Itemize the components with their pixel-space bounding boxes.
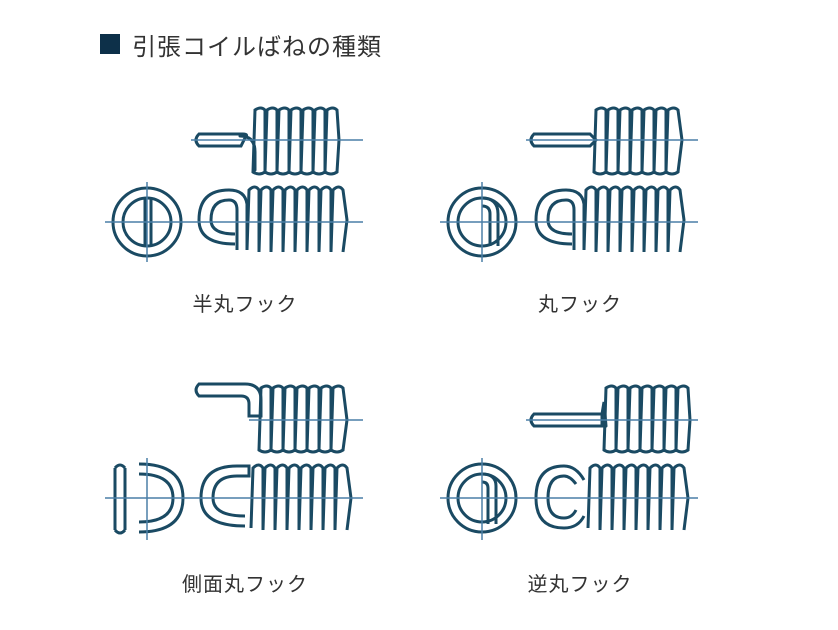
side-view (529, 106, 684, 176)
coils-top (251, 106, 341, 176)
caption-round-hook: 丸フック (538, 292, 622, 316)
side-view (194, 106, 341, 176)
panel-half-round-hook: 半丸フック (95, 100, 395, 340)
front-view (534, 185, 686, 253)
caption-half-round-hook: 半丸フック (192, 292, 298, 316)
caption-side-round-hook: 側面丸フック (182, 572, 308, 596)
page-title: 引張コイルばねの種類 (100, 26, 382, 62)
title-square-icon (100, 34, 120, 54)
hook-stub (194, 132, 249, 148)
coils-top (602, 384, 692, 454)
panel-round-hook: 丸フック (430, 100, 730, 340)
coils-top (592, 106, 684, 176)
diagram-side-round-hook (105, 382, 363, 540)
title-text: 引張コイルばねの種類 (132, 32, 382, 61)
hook-stub (194, 382, 263, 418)
caption-reverse-round-hook: 逆丸フック (527, 572, 633, 596)
side-view (194, 382, 349, 454)
front-view (199, 463, 353, 531)
diagram-round-hook (440, 106, 698, 262)
diagram-half-round-hook (105, 106, 363, 262)
coils-top (257, 384, 349, 454)
panel-side-round-hook: 側面丸フック (95, 380, 395, 620)
hook-stub (529, 412, 604, 428)
diagram-reverse-round-hook (440, 384, 698, 540)
front-view (197, 185, 349, 253)
panel-reverse-round-hook: 逆丸フック (430, 380, 730, 620)
side-view (529, 384, 692, 454)
